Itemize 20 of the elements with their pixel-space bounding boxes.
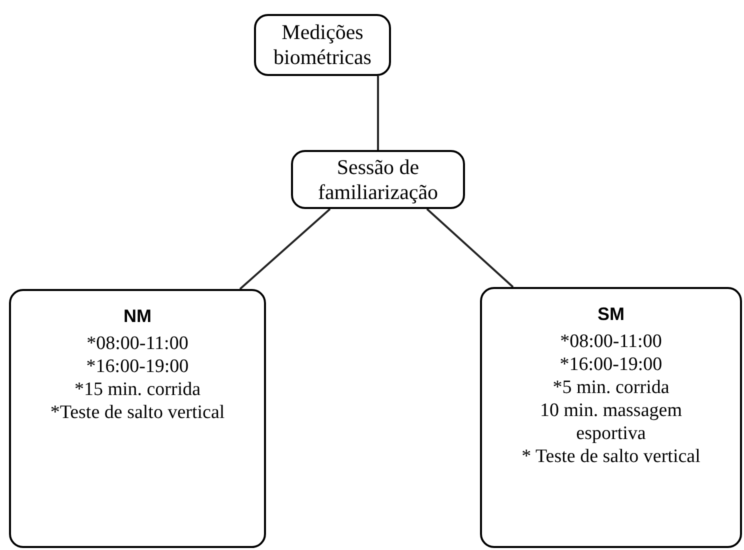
- box-heading: SM: [598, 303, 624, 326]
- connector-line: [426, 208, 514, 288]
- box-text: *16:00-19:00: [560, 353, 662, 376]
- box-text: *08:00-11:00: [86, 332, 188, 355]
- box-text: *16:00-19:00: [86, 355, 189, 378]
- process-box: [254, 14, 391, 76]
- process-box: [9, 289, 266, 548]
- box-text: 10 min. massagem esportiva: [539, 399, 683, 445]
- box-text: *15 min. corrida: [74, 378, 201, 401]
- box-text: * Teste de salto vertical: [522, 445, 700, 468]
- box-text: *5 min. corrida: [552, 376, 670, 399]
- box-heading: NM: [124, 305, 152, 328]
- process-box: [480, 287, 742, 548]
- box-text: *08:00-11:00: [560, 330, 662, 353]
- process-box: [291, 150, 465, 209]
- box-text: Sessão de familiarização: [316, 154, 440, 204]
- box-text: Medições biométricas: [272, 20, 372, 70]
- connector-line: [239, 208, 331, 290]
- box-text: *Teste de salto vertical: [50, 401, 225, 424]
- connector-line: [377, 76, 379, 150]
